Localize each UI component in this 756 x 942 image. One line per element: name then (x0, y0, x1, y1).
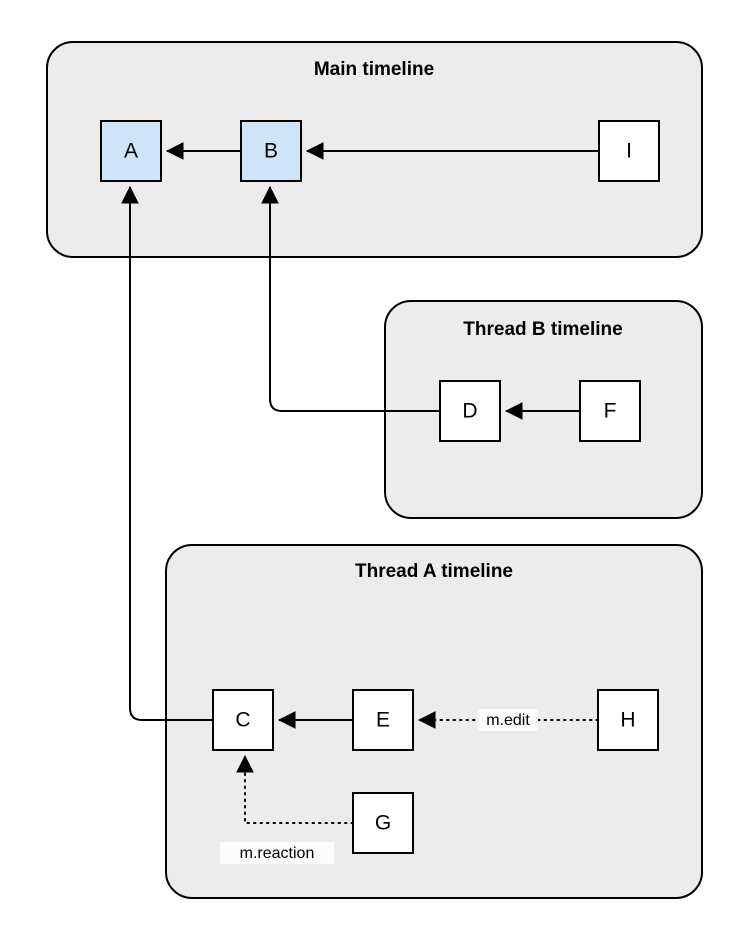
arrow-into-D-from-F-icon (504, 402, 523, 420)
arrow-into-A-from-C-icon (121, 185, 139, 204)
node-box[interactable] (352, 689, 414, 751)
node-label: C (235, 709, 250, 732)
container-title: Main timeline (314, 59, 434, 80)
node-label: E (376, 709, 390, 732)
edge-path (129, 187, 213, 721)
arrow-into-B-from-D-icon (261, 185, 279, 204)
event-node-C[interactable]: C (212, 689, 274, 751)
edge-path (269, 187, 440, 412)
node-box[interactable] (579, 380, 641, 442)
container-title: Thread B timeline (463, 319, 622, 340)
node-box[interactable] (352, 792, 414, 854)
arrowhead (277, 711, 296, 729)
arrowhead (236, 754, 254, 773)
edge-C-to-A (129, 187, 213, 721)
arrowhead (121, 185, 139, 204)
arrowhead (165, 142, 184, 160)
node-label: D (462, 400, 477, 423)
node-label: A (124, 140, 138, 163)
timeline-container-main-timeline: Main timeline (46, 41, 703, 258)
node-box[interactable] (598, 120, 660, 182)
arrow-into-C-from-E-icon (277, 711, 296, 729)
arrow-into-A-from-B-icon (165, 142, 184, 160)
container-background (384, 300, 703, 519)
event-node-H[interactable]: H (597, 689, 659, 751)
event-node-I[interactable]: I (598, 120, 660, 182)
edge-D-to-B (269, 187, 440, 412)
container-title: Thread A timeline (355, 561, 513, 582)
arrow-into-B-from-I-icon (305, 142, 324, 160)
event-node-E[interactable]: E (352, 689, 414, 751)
node-box[interactable] (212, 689, 274, 751)
event-node-F[interactable]: F (579, 380, 641, 442)
edge-label-background (478, 709, 538, 731)
node-box[interactable] (100, 120, 162, 182)
arrow-into-C-from-G-icon (236, 754, 254, 773)
arrow-into-E-from-H-icon (417, 711, 436, 729)
edge-label-text: m.reaction (240, 845, 315, 862)
event-node-A[interactable]: A (100, 120, 162, 182)
node-label: H (620, 709, 635, 732)
edge-label-H-to-E: m.edit (478, 709, 538, 731)
event-node-B[interactable]: B (240, 120, 302, 182)
node-box[interactable] (439, 380, 501, 442)
arrowhead (504, 402, 523, 420)
timeline-container-thread-b-timeline: Thread B timeline (384, 300, 703, 519)
event-node-D[interactable]: D (439, 380, 501, 442)
container-background (46, 41, 703, 258)
arrowhead (261, 185, 279, 204)
edge-group (121, 142, 599, 824)
edge-label-group: m.edit m.reaction (220, 709, 538, 864)
edge-label-G-to-C: m.reaction (220, 842, 334, 864)
node-box[interactable] (597, 689, 659, 751)
node-label: F (604, 400, 617, 423)
arrowhead (305, 142, 324, 160)
node-box[interactable] (240, 120, 302, 182)
node-label: G (375, 812, 391, 835)
node-label: I (626, 140, 632, 163)
node-label: B (264, 140, 278, 163)
arrowhead (417, 711, 436, 729)
edge-label-background (220, 842, 334, 864)
node-group: A B I D F C E H G (100, 120, 660, 854)
edge-label-text: m.edit (486, 712, 530, 729)
event-node-G[interactable]: G (352, 792, 414, 854)
